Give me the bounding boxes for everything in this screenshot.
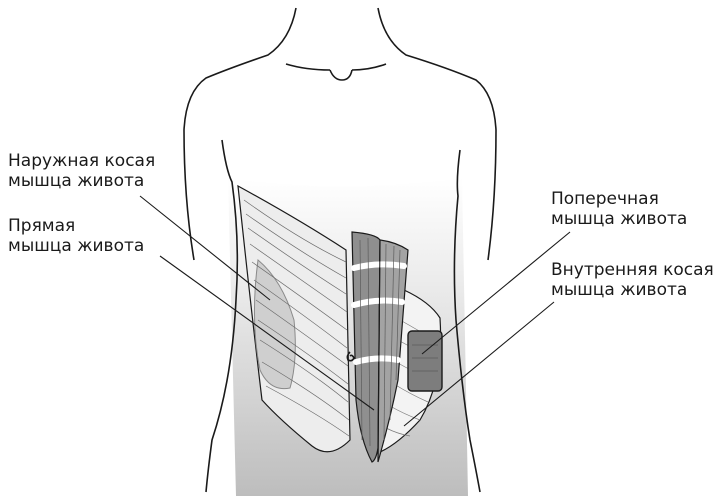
label-external-oblique-line2: мышца живота xyxy=(8,171,155,191)
label-rectus: Прямая мышца живота xyxy=(8,216,144,256)
label-transverse-line1: Поперечная xyxy=(551,189,687,209)
label-rectus-line2: мышца живота xyxy=(8,236,144,256)
label-transverse: Поперечная мышца живота xyxy=(551,189,687,229)
label-internal-oblique-line1: Внутренняя косая xyxy=(551,260,714,280)
label-external-oblique-line1: Наружная косая xyxy=(8,151,155,171)
label-transverse-line2: мышца живота xyxy=(551,209,687,229)
label-rectus-line1: Прямая xyxy=(8,216,144,236)
label-internal-oblique: Внутренняя косая мышца живота xyxy=(551,260,714,300)
label-external-oblique: Наружная косая мышца живота xyxy=(8,151,155,191)
sternal-notch xyxy=(330,70,352,80)
transverse-muscle xyxy=(408,331,442,391)
label-internal-oblique-line2: мышца живота xyxy=(551,280,714,300)
